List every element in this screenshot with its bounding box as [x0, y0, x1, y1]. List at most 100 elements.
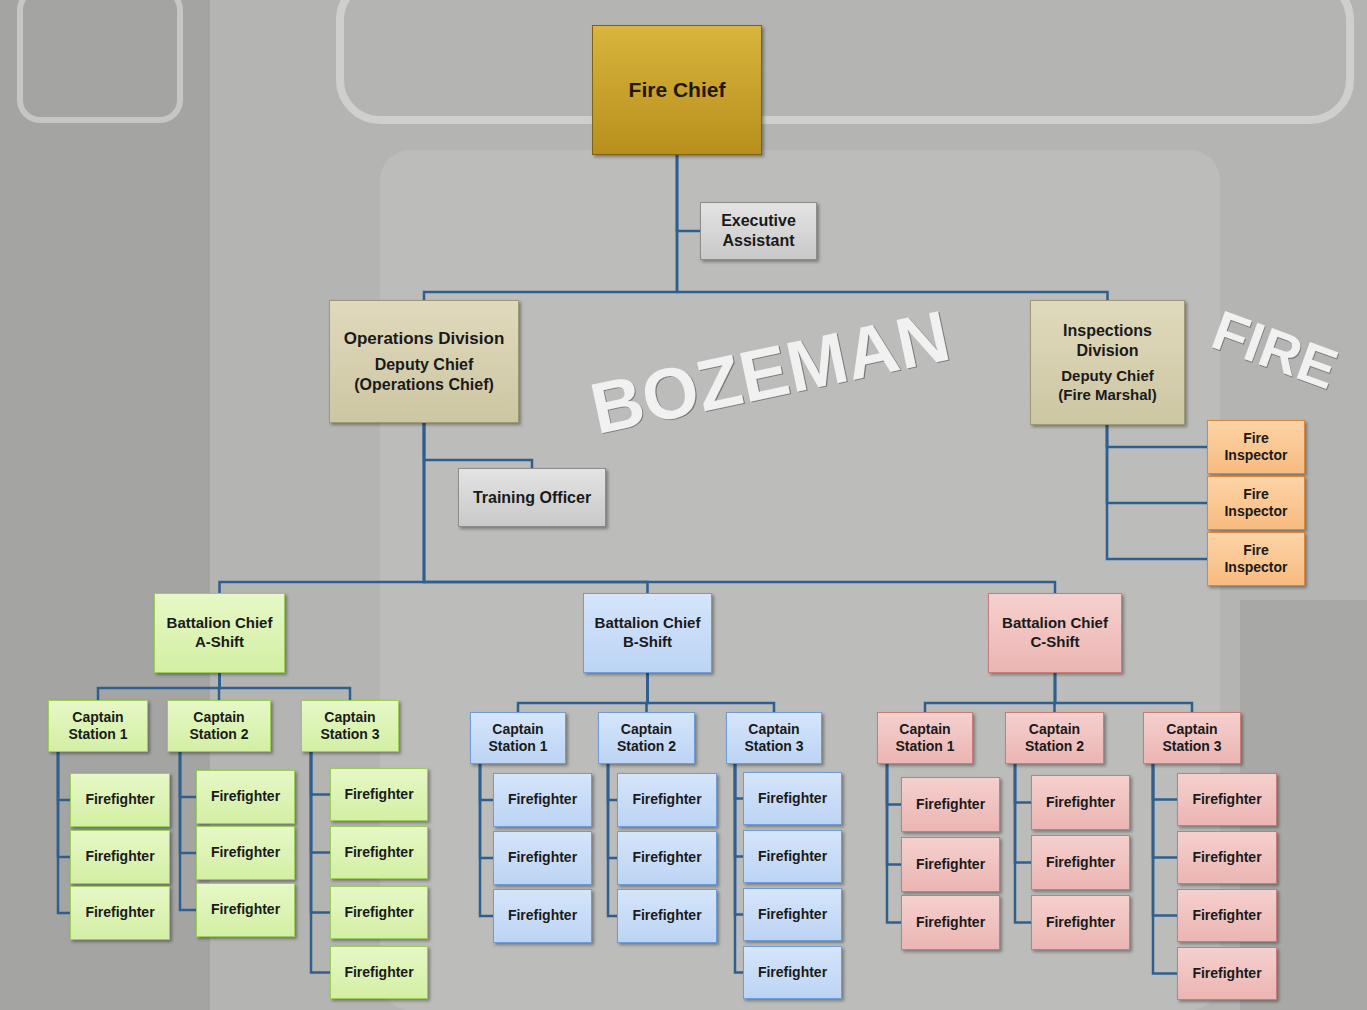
firefighter-box: Firefighter [330, 886, 428, 939]
node-text: Firefighter [750, 848, 835, 866]
connector-line [58, 752, 70, 913]
firefighter-box: Firefighter [743, 830, 842, 883]
node-text: Firefighter [1038, 914, 1123, 932]
connector-line [735, 764, 743, 973]
captain-box: Captain Station 2 [167, 700, 271, 752]
connector-line [648, 673, 775, 712]
firefighter-box: Firefighter [743, 772, 842, 825]
node-text: Fire Inspector [1214, 430, 1298, 465]
watermark-text: FIRE [1204, 301, 1345, 398]
firefighter-box: Firefighter [1031, 895, 1130, 950]
battalion-box: Battalion Chief A-Shift [154, 593, 285, 673]
node-text: Firefighter [77, 904, 163, 922]
node-text: Fire Chief [599, 77, 755, 103]
firefighter-box: Firefighter [330, 946, 428, 999]
firefighter-box: Firefighter [493, 889, 592, 943]
firefighter-box: Firefighter [1177, 773, 1277, 826]
node-text: Captain Station 3 [1150, 721, 1234, 756]
inspector-box: Fire Inspector [1207, 532, 1305, 586]
node-text: Captain Station 2 [605, 721, 688, 756]
node-text: Firefighter [77, 848, 163, 866]
node-text: Firefighter [750, 790, 835, 808]
node-text: Battalion Chief C-Shift [995, 614, 1115, 652]
node-text: Firefighter [908, 856, 993, 874]
firefighter-box: Firefighter [196, 826, 295, 880]
node-text: Firefighter [908, 914, 993, 932]
node-text: Firefighter [750, 964, 835, 982]
connector-line [424, 423, 1055, 593]
node-text: Firefighter [1184, 907, 1270, 925]
connector-line [677, 155, 700, 231]
firefighter-box: Firefighter [743, 888, 842, 941]
node-text: Captain Station 1 [477, 721, 559, 756]
connector-line [180, 752, 196, 853]
node-text: Firefighter [203, 788, 288, 806]
firefighter-box: Firefighter [196, 770, 295, 824]
connector-line [1107, 425, 1207, 503]
connector-line [887, 764, 901, 923]
connector-line [58, 752, 70, 800]
connector-line [1107, 425, 1207, 447]
node-text: Firefighter [77, 791, 163, 809]
captain-box: Captain Station 2 [598, 712, 695, 764]
connector-line [677, 155, 1108, 300]
connector-line [480, 764, 493, 858]
node-text: Firefighter [624, 791, 710, 809]
firefighter-box: Firefighter [901, 895, 1000, 950]
node-text: Firefighter [500, 791, 585, 809]
captain-box: Captain Station 3 [726, 712, 822, 764]
connector-line [220, 673, 351, 700]
firefighter-box: Firefighter [330, 768, 428, 821]
connector-line [1107, 425, 1207, 559]
connector-line [1015, 764, 1031, 803]
connector-line [98, 673, 220, 700]
captain-box: Captain Station 3 [1143, 712, 1241, 764]
node-text: Captain Station 3 [733, 721, 815, 756]
connector-line [311, 752, 330, 853]
firefighter-box: Firefighter [1031, 775, 1130, 830]
firefighter-box: Firefighter [493, 831, 592, 885]
node-text: Firefighter [1184, 849, 1270, 867]
captain-box: Captain Station 1 [48, 700, 148, 752]
node-text: Firefighter [337, 964, 421, 982]
connector-line [1015, 764, 1031, 923]
node-text: Firefighter [500, 907, 585, 925]
node-text: Firefighter [1038, 854, 1123, 872]
connector-line [58, 752, 70, 857]
node-text: Battalion Chief A-Shift [161, 614, 278, 652]
inspector-box: Fire Inspector [1207, 420, 1305, 474]
captain-box: Captain Station 3 [301, 700, 399, 752]
node-text: Deputy Chief (Fire Marshal) [1046, 367, 1170, 405]
node-text: Captain Station 2 [174, 709, 264, 744]
firefighter-box: Firefighter [901, 777, 1000, 832]
firefighter-box: Firefighter [617, 773, 717, 827]
connector-line [180, 752, 196, 797]
connector-line [1153, 764, 1177, 800]
node-text: Captain Station 3 [308, 709, 392, 744]
firefighter-box: Firefighter [1031, 835, 1130, 890]
training-box: Training Officer [458, 468, 606, 527]
connector-line [1055, 673, 1192, 712]
firefighter-box: Firefighter [330, 826, 428, 879]
node-text: Firefighter [1184, 791, 1270, 809]
node-text: Firefighter [1184, 965, 1270, 983]
firefighter-box: Firefighter [617, 831, 717, 885]
node-text: Firefighter [624, 849, 710, 867]
firefighter-box: Firefighter [1177, 947, 1277, 1000]
firefighter-box: Firefighter [70, 886, 170, 940]
node-text: Executive Assistant [707, 211, 810, 251]
node-text: Operations Division [336, 328, 512, 349]
inspector-box: Fire Inspector [1207, 476, 1305, 530]
firefighter-box: Firefighter [1177, 831, 1277, 884]
battalion-box: Battalion Chief B-Shift [583, 593, 712, 673]
connector-line [311, 752, 330, 795]
connector-line [220, 423, 425, 593]
captain-box: Captain Station 1 [877, 712, 973, 764]
connector-line [480, 764, 493, 916]
firefighter-box: Firefighter [617, 889, 717, 943]
node-text: Fire Inspector [1214, 486, 1298, 521]
firefighter-box: Firefighter [70, 830, 170, 884]
node-text: Firefighter [203, 844, 288, 862]
connector-line [1015, 764, 1031, 863]
